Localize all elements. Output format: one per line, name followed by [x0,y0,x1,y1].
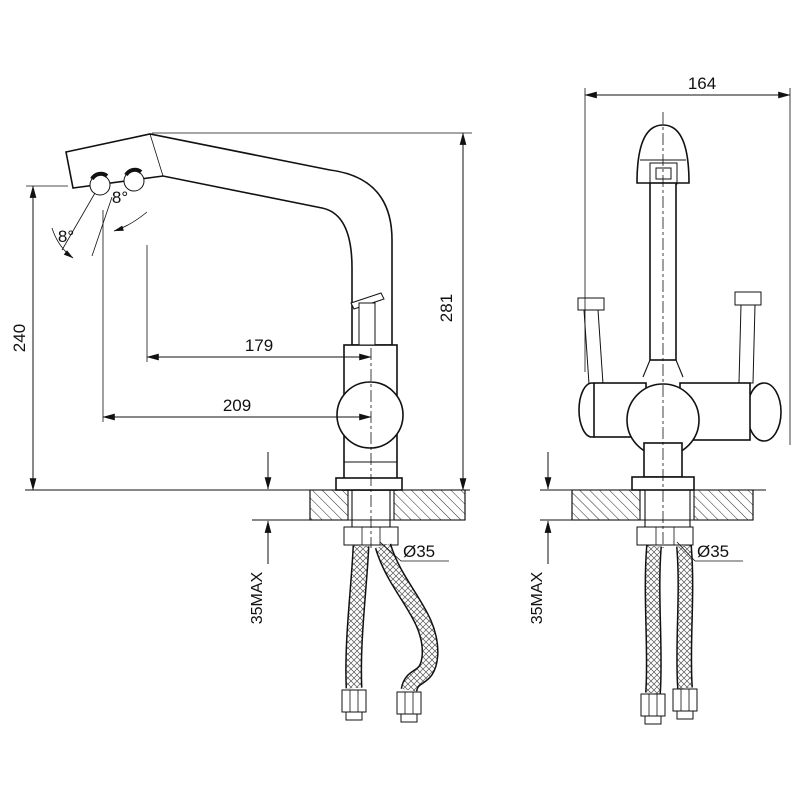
angle-arc-arrow [51,227,74,259]
supply-hose-braid [677,545,692,689]
spout-angle-annotation: 8° 8° [51,188,148,259]
dim-height-to-spout: 240 [10,324,29,352]
dim-hole-diameter: Ø35 [403,542,435,561]
mounting-nut [636,526,694,546]
front-hoses [640,545,698,725]
front-dimensions: 164 35MAX Ø35 [529,74,791,624]
dome-detail-inner [655,167,672,180]
side-deck [25,489,470,521]
dim-top-width: 164 [688,74,716,93]
side-hoses [341,543,439,723]
front-faucet [577,112,782,548]
hose-hex-nut [640,693,666,725]
front-shank [636,490,694,546]
hose-hex-nut [396,691,422,723]
leader-line [379,541,402,562]
angle-reference-line [91,196,113,257]
dim-max-deck-thickness: 35MAX [529,571,546,624]
side-dimensions: 240 281 179 209 35MAX Ø35 [10,132,472,624]
body-sphere-joint [336,381,404,449]
front-view: 164 35MAX Ø35 [529,74,791,725]
front-deck-hatch-right [693,489,754,521]
aerator-shade [90,171,109,181]
side-deck-hatch-left [309,489,349,521]
dim-spout-angle-upper: 8° [112,188,128,207]
supply-hose-braid [376,543,438,692]
angle-arc-arrow [113,211,148,232]
side-shank [343,490,399,546]
angle-reference-line [61,192,96,251]
spout-and-riser [65,133,393,346]
hose-hex-nut [672,688,698,720]
front-deck [540,489,766,521]
supply-hose-braid [646,545,661,694]
dim-reach-overall: 209 [223,396,251,415]
filter-lever [350,292,385,346]
dim-hole-diameter: Ø35 [697,542,729,561]
right-port-cap [746,382,782,442]
left-handle-lever [577,297,605,385]
leader-line [676,541,696,562]
neck-flare-line [642,359,651,378]
dim-total-height: 281 [437,294,456,322]
spout-head-joint-line [149,133,164,177]
side-deck-hatch-right [393,489,466,521]
aerator-shade [124,167,143,177]
right-handle-lever [734,291,762,384]
front-deck-hatch-left [571,489,641,521]
dim-max-deck-thickness: 35MAX [249,571,266,624]
dim-spout-angle-lower: 8° [58,227,74,246]
base-flange [335,477,403,491]
neck-flare-line [675,359,684,378]
side-view: 8° 8° 240 281 179 209 35MAX [10,132,472,723]
supply-hose-braid [346,545,368,689]
hose-hex-nut [341,689,367,721]
dim-reach-to-spout-tip: 179 [245,336,273,355]
